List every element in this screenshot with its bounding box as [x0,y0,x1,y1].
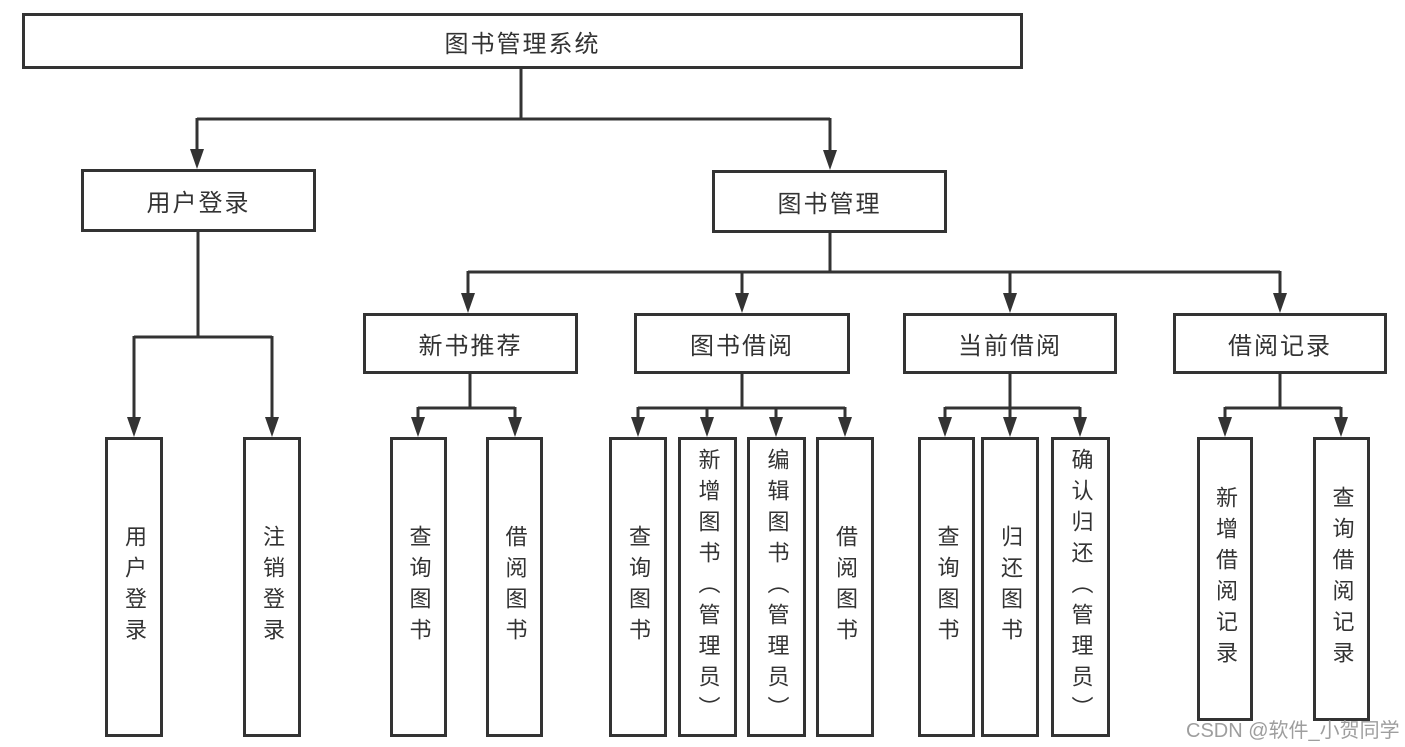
node-leaf-nbr-query-books: 查询图书 [390,437,447,737]
watermark-text: CSDN @软件_小贺同学 [1186,720,1400,742]
node-leaf-bb-add-books-admin: 新增图书（管理员） [678,437,737,737]
node-leaf-br-query-record-label: 查询借阅记录 [1329,486,1355,672]
node-leaf-nbr-query-books-label: 查询图书 [406,525,432,649]
node-leaf-br-add-record: 新增借阅记录 [1197,437,1253,721]
node-user-login-label: 用户登录 [146,190,251,217]
node-leaf-cb-return-books: 归还图书 [981,437,1039,737]
node-current-borrow: 当前借阅 [903,313,1117,374]
node-leaf-cb-query-books: 查询图书 [918,437,975,737]
node-leaf-logout-label: 注销登录 [260,525,285,649]
node-leaf-cb-return-books-label: 归还图书 [998,525,1023,649]
node-leaf-user-login-label: 用户登录 [122,525,147,649]
node-leaf-bb-borrow-books: 借阅图书 [816,437,874,737]
node-root-label: 图书管理系统 [444,30,601,58]
node-leaf-bb-query-books: 查询图书 [609,437,667,737]
node-leaf-br-query-record: 查询借阅记录 [1313,437,1370,721]
node-leaf-bb-edit-books-admin: 编辑图书（管理员） [747,437,806,737]
node-book-borrow: 图书借阅 [634,313,850,374]
node-leaf-bb-query-books-label: 查询图书 [626,525,651,649]
node-book-borrow-label: 图书借阅 [690,333,794,360]
node-leaf-bb-edit-books-admin-label: 编辑图书（管理员） [764,447,790,727]
node-leaf-nbr-borrow-books-label: 借阅图书 [502,525,528,649]
node-leaf-cb-confirm-return-admin: 确认归还（管理员） [1051,437,1110,737]
node-borrow-records-label: 借阅记录 [1228,333,1332,360]
node-book-management-label: 图书管理 [777,191,882,218]
node-leaf-bb-add-books-admin-label: 新增图书（管理员） [695,447,721,727]
node-leaf-cb-confirm-return-admin-label: 确认归还（管理员） [1068,447,1094,727]
node-user-login: 用户登录 [81,169,316,232]
node-leaf-logout: 注销登录 [243,437,301,737]
node-leaf-br-add-record-label: 新增借阅记录 [1213,486,1238,672]
node-leaf-cb-query-books-label: 查询图书 [934,525,960,649]
node-leaf-nbr-borrow-books: 借阅图书 [486,437,543,737]
node-book-management: 图书管理 [712,170,947,233]
node-root: 图书管理系统 [22,13,1023,69]
node-new-book-recommend: 新书推荐 [363,313,578,374]
node-new-book-recommend-label: 新书推荐 [418,333,523,360]
node-leaf-bb-borrow-books-label: 借阅图书 [833,525,858,649]
node-borrow-records: 借阅记录 [1173,313,1387,374]
node-current-borrow-label: 当前借阅 [958,333,1062,360]
node-leaf-user-login: 用户登录 [105,437,163,737]
